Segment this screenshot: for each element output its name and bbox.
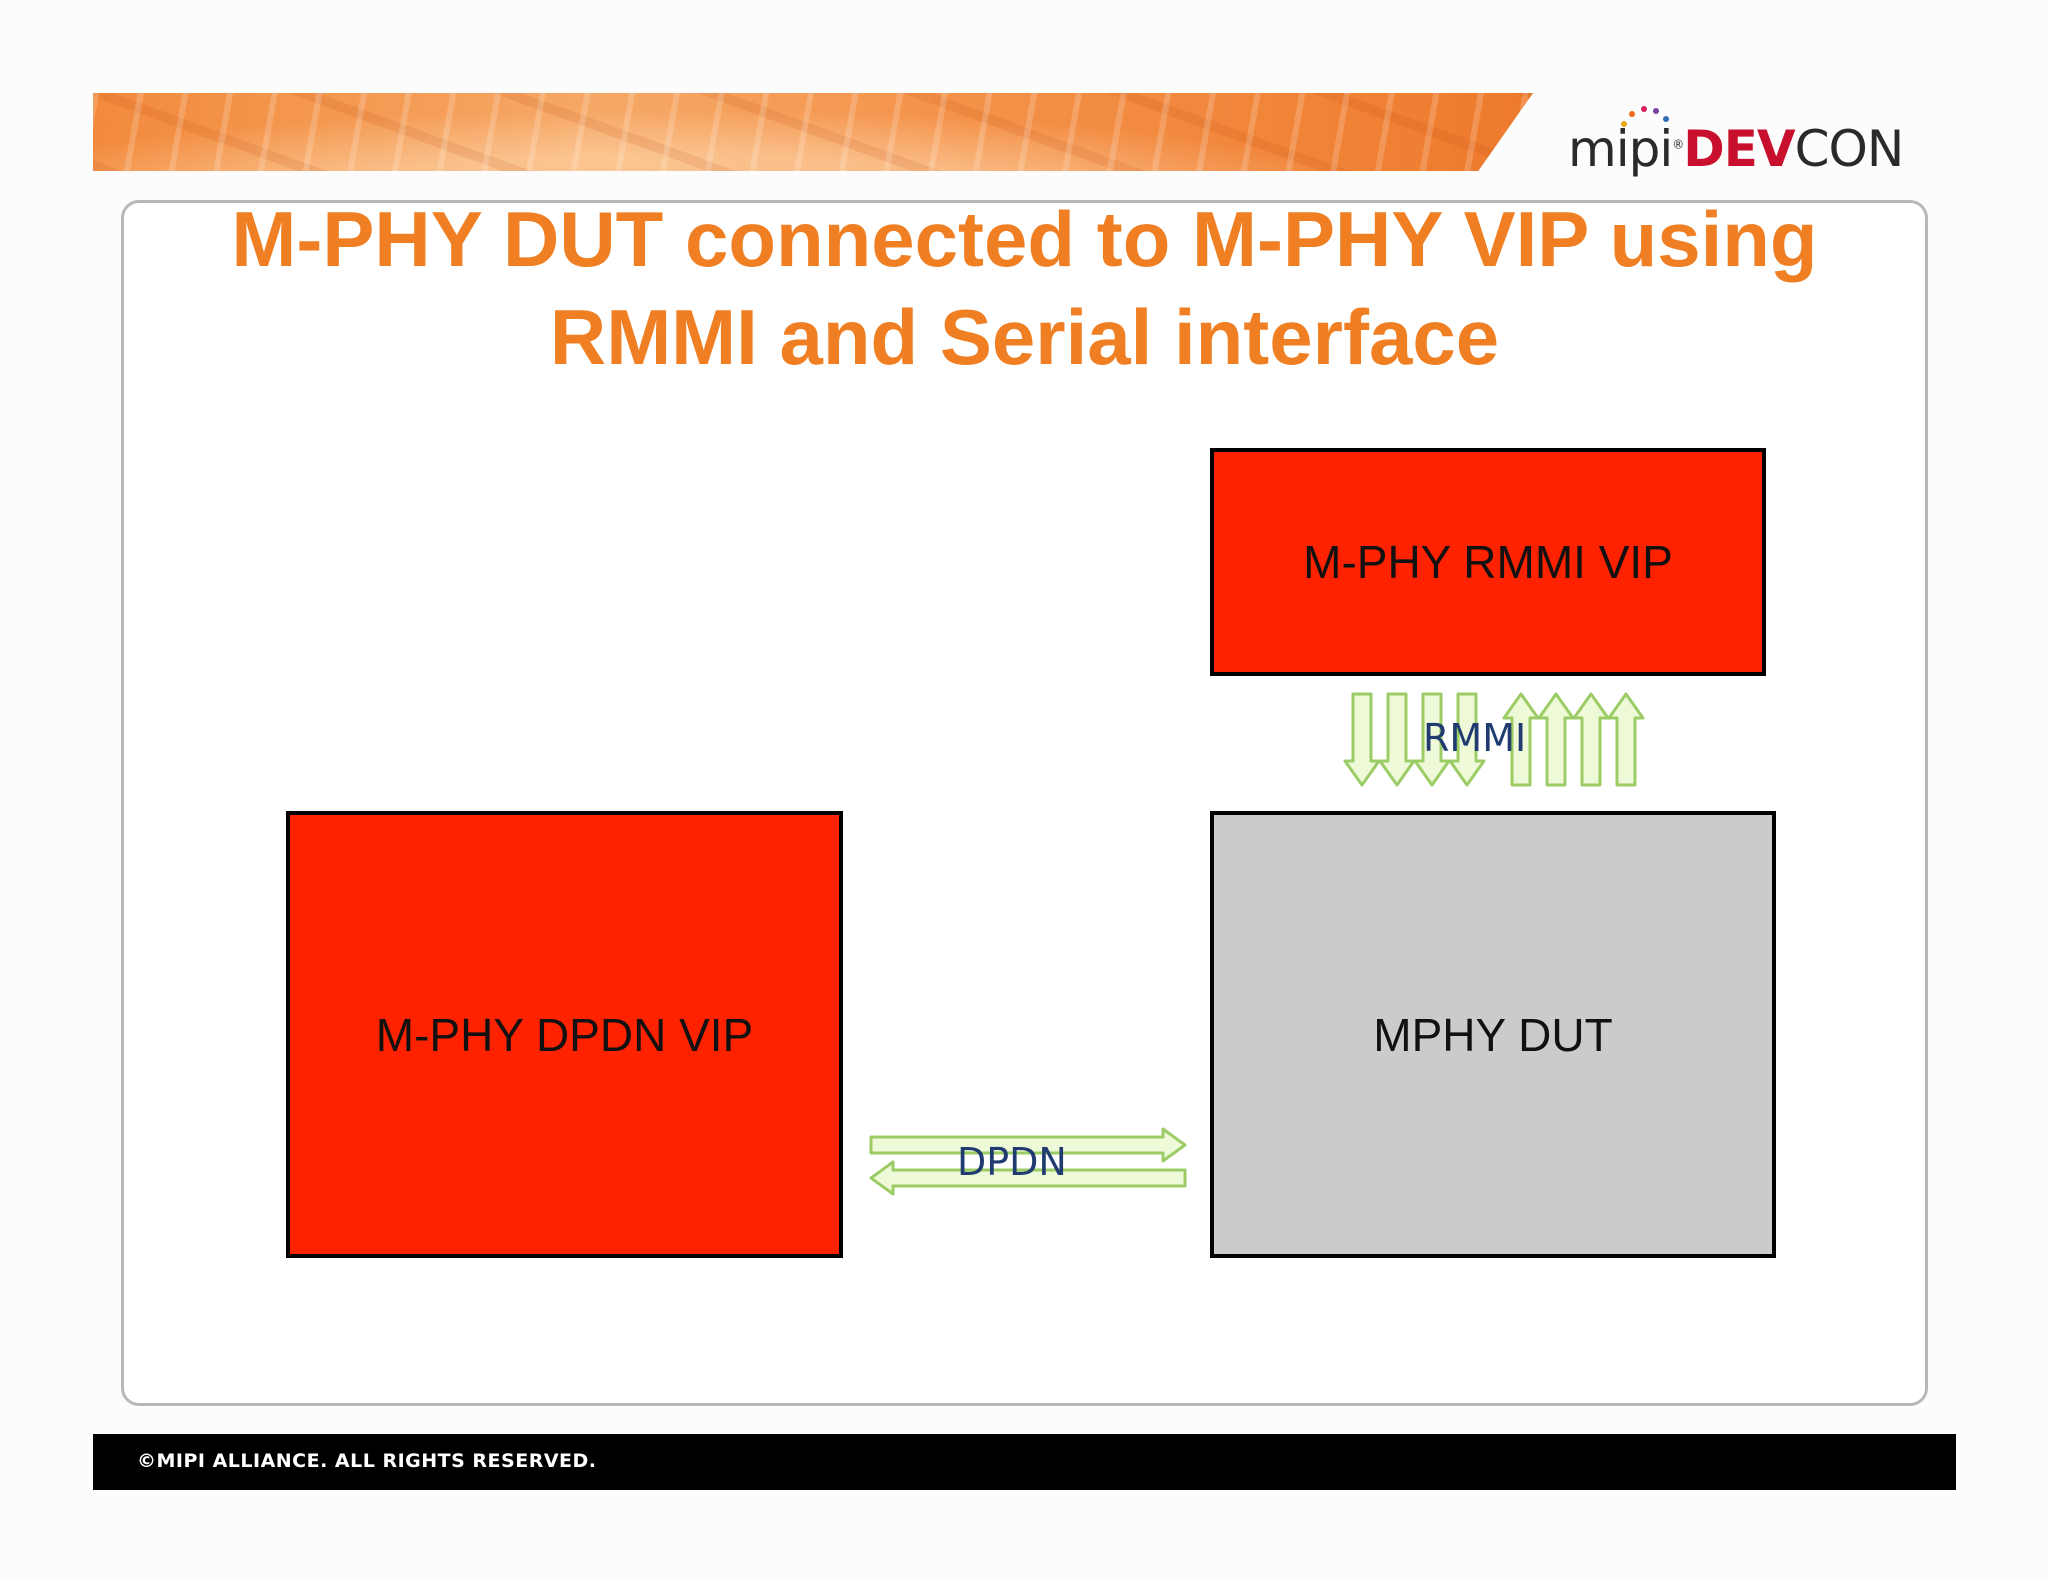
- rmmi-vip-block: M-PHY RMMI VIP: [1210, 448, 1766, 676]
- logo-registered-mark: ®: [1672, 137, 1684, 152]
- dpdn-vip-label: M-PHY DPDN VIP: [375, 1008, 754, 1061]
- header-banner: [93, 93, 1533, 171]
- logo-dev: DEV: [1683, 120, 1795, 178]
- slide-title: M-PHY DUT connected to M-PHY VIP using R…: [121, 190, 1928, 386]
- logo-mipi: mipi: [1568, 120, 1673, 178]
- mipi-devcon-logo: mipi®DEVCON: [1568, 106, 1908, 186]
- slide-title-line-2: RMMI and Serial interface: [549, 293, 1500, 381]
- slide-title-line-1: M-PHY DUT connected to M-PHY VIP using: [231, 195, 1818, 283]
- rmmi-link-label: RMMI: [1423, 716, 1527, 760]
- dpdn-vip-block: M-PHY DPDN VIP: [286, 811, 843, 1258]
- logo-con: CON: [1794, 120, 1905, 178]
- dpdn-link-label: DPDN: [957, 1140, 1067, 1184]
- footer-bar: ©MIPI ALLIANCE. ALL RIGHTS RESERVED.: [93, 1434, 1956, 1490]
- rmmi-vip-label: M-PHY RMMI VIP: [1303, 536, 1673, 588]
- mphy-dut-label: MPHY DUT: [1373, 1008, 1613, 1061]
- logo-wordmark: mipi®DEVCON: [1568, 120, 1905, 178]
- logo-dots-icon: [1621, 106, 1669, 127]
- mphy-dut-block: MPHY DUT: [1210, 811, 1776, 1258]
- footer-copyright: ©MIPI ALLIANCE. ALL RIGHTS RESERVED.: [137, 1450, 597, 1472]
